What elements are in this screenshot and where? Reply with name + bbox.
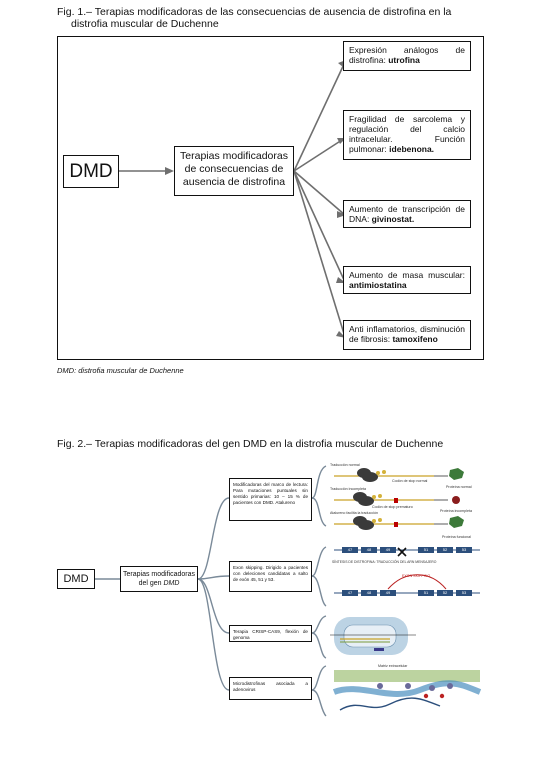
- fig1-branch-4-bold: antimiostatina: [349, 280, 407, 290]
- fig1-branch-1: Expresión análogos de distrofina: utrofi…: [343, 41, 471, 71]
- fig2-branch-3-text: Terapia CRISP-CAS9, flexión de genoma: [233, 629, 308, 640]
- exon-top-5: 52: [437, 547, 453, 553]
- fig1-footnote: DMD: distrofia muscular de Duchenne: [57, 366, 184, 375]
- exon-top-1: 47: [342, 547, 358, 553]
- exon-bottom-2: 48: [361, 590, 377, 596]
- fig1-frame: [57, 36, 484, 360]
- label-functional-protein: Proteína funcional: [442, 535, 471, 539]
- label-incomplete-translation: Traducción incompleta: [330, 487, 367, 491]
- exon-top-2: 48: [361, 547, 377, 553]
- exon-bottom-5: 52: [437, 590, 453, 596]
- fig1-branch-3-bold: givinostat.: [371, 214, 415, 224]
- fig1-caption-line1: Fig. 1.– Terapias modificadoras de las c…: [57, 6, 452, 18]
- label-atalureno: Atalureno facilita la traducción: [330, 511, 378, 515]
- fig2-branch-4-text: Microdistrofinas asociada a adenovirus: [233, 681, 308, 692]
- fig2-microdystrophin-illustration: Matriz extracelular: [330, 662, 482, 718]
- translation-heading: SÍNTESIS DE DISTROFINA: TRADUCCIÓN DEL A…: [332, 560, 437, 564]
- fig2-crispr-illustration: [330, 613, 420, 659]
- exon-bottom-4: 51: [418, 590, 434, 596]
- fig1-branch-2-bold: idebenona.: [389, 144, 435, 154]
- fig1-center-box: Terapias modificadoras de consecuencias …: [174, 146, 294, 196]
- fig2-branch-1-text: Modificadoras del marco de lectura: Para…: [233, 482, 308, 505]
- fig2-dmd-label: DMD: [63, 573, 89, 585]
- fig1-branch-5-bold: tamoxifeno: [392, 334, 438, 344]
- fig1-branch-2: Fragilidad de sarcolema y regulación del…: [343, 110, 471, 160]
- label-normal-protein: Proteína normal: [446, 485, 472, 489]
- fig1-branch-5: Anti inflamatorios, disminución de fibro…: [343, 320, 471, 350]
- label-incomplete-protein: Proteína incompleta: [440, 509, 472, 513]
- fig1-branch-4-text: Aumento de masa muscular:: [349, 270, 465, 280]
- label-premature-stop: Codón de stop prematuro: [372, 505, 413, 509]
- label-normal-stop: Codón de stop normal: [392, 479, 428, 483]
- fig2-translation-illustration: Traducción normal Traducción incompleta …: [330, 463, 482, 547]
- exon-bottom-6: 53: [456, 590, 472, 596]
- fig1-dmd-label: DMD: [69, 161, 113, 182]
- label-extracellular-matrix: Matriz extracelular: [378, 664, 408, 668]
- fig1-branch-3: Aumento de transcripción de DNA: givinos…: [343, 200, 471, 228]
- label-normal-translation: Traducción normal: [330, 463, 360, 467]
- fig1-center-label: Terapias modificadoras de consecuencias …: [180, 150, 288, 188]
- fig2-center-gene: DMD: [163, 580, 180, 587]
- fig1-dmd-box: DMD: [63, 155, 119, 188]
- exon-top-4: 51: [418, 547, 434, 553]
- fig2-center-line1: Terapias modificadoras: [123, 571, 195, 578]
- fig1-branch-3-text: Aumento de transcripción de DNA:: [349, 204, 465, 224]
- fig1-branch-2-text: Fragilidad de sarcolema y regulación del…: [349, 114, 465, 154]
- fig1-caption-line2: distrofia muscular de Duchenne: [71, 18, 219, 30]
- exon-skipping-label: EXON SKIPPING: [402, 574, 431, 578]
- exon-top-3: 49: [380, 547, 396, 553]
- fig2-branch-1: Modificadoras del marco de lectura: Para…: [229, 478, 312, 521]
- fig1-branch-1-text: Expresión análogos de distrofina:: [349, 45, 465, 65]
- fig2-branch-3: Terapia CRISP-CAS9, flexión de genoma: [229, 625, 312, 642]
- fig2-center-box: Terapias modificadoras del gen DMD: [120, 566, 198, 592]
- fig1-caption: Fig. 1.– Terapias modificadoras de las c…: [57, 6, 497, 30]
- exon-top-6: 53: [456, 547, 472, 553]
- fig2-center-line2: del gen: [138, 580, 164, 587]
- fig1-branch-1-bold: utrofina: [388, 55, 420, 65]
- fig2-branch-4: Microdistrofinas asociada a adenovirus: [229, 677, 312, 700]
- fig2-caption: Fig. 2.– Terapias modificadoras del gen …: [57, 438, 444, 450]
- fig2-exon-skipping-illustration: 47 48 49 51 52 53 SÍNTESIS DE DISTROFINA…: [330, 544, 482, 608]
- fig2-branch-2: Exon skipping. Dirigido a pacientes con …: [229, 561, 312, 592]
- exon-bottom-3: 49: [380, 590, 396, 596]
- exon-bottom-1: 47: [342, 590, 358, 596]
- fig1-branch-5-text: Anti inflamatorios, disminución de fibro…: [349, 324, 465, 344]
- fig1-branch-4: Aumento de masa muscular: antimiostatina: [343, 266, 471, 294]
- fig2-branch-2-text: Exon skipping. Dirigido a pacientes con …: [233, 565, 308, 582]
- fig2-dmd-box: DMD: [57, 569, 95, 589]
